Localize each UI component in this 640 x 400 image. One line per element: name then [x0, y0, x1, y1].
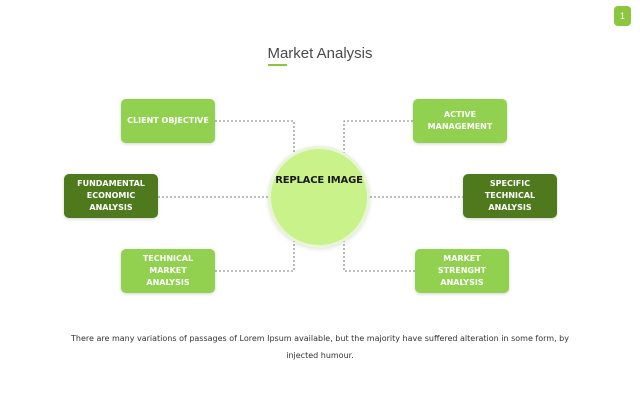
box-technical-market-line2: MARKET ANALYSIS	[146, 266, 190, 287]
center-image-placeholder[interactable]	[268, 146, 370, 248]
box-market-strenght-line2: ANALYSIS	[440, 278, 484, 287]
box-active-management: ACTIVE MANAGEMENT	[413, 99, 507, 143]
title-underline	[268, 64, 287, 66]
box-fundamental-line3: ANALYSIS	[89, 203, 133, 212]
slide-title: Market Analysis	[267, 45, 373, 62]
box-client-objective-label: CLIENT OBJECTIVE	[127, 116, 209, 125]
box-specific-line1: SPECIFIC	[489, 179, 531, 188]
box-specific-line3: ANALYSIS	[488, 203, 532, 212]
center-image-label: REPLACE IMAGE	[275, 175, 363, 186]
box-fundamental-line2: ECONOMIC	[86, 191, 136, 200]
box-technical-market-line1: TECHNICAL	[142, 254, 194, 263]
box-client-objective: CLIENT OBJECTIVE	[121, 99, 215, 143]
box-specific-line2: TECHNICAL	[484, 191, 536, 200]
box-market-strenght-analysis: MARKET STRENGHT ANALYSIS	[415, 249, 509, 293]
box-market-strenght-line1: MARKET STRENGHT	[437, 254, 487, 275]
box-active-management-line2: MANAGEMENT	[427, 122, 493, 131]
connector-active-management	[343, 120, 413, 158]
box-fundamental-economic-analysis: FUNDAMENTAL ECONOMIC ANALYSIS	[64, 174, 158, 218]
caption-line-2: injected humour.	[286, 351, 354, 360]
connector-client-objective	[215, 120, 295, 158]
box-fundamental-line1: FUNDAMENTAL	[77, 179, 145, 188]
page-number-badge: 1	[614, 6, 631, 26]
box-active-management-line1: ACTIVE	[443, 110, 477, 119]
connector-market-strenght	[343, 236, 415, 272]
slide-caption: There are many variations of passages of…	[70, 330, 570, 364]
connector-technical-market	[215, 236, 295, 272]
box-technical-market-analysis: TECHNICAL MARKET ANALYSIS	[121, 249, 215, 293]
box-specific-technical-analysis: SPECIFIC TECHNICAL ANALYSIS	[463, 174, 557, 218]
caption-line-1: There are many variations of passages of…	[71, 334, 569, 343]
